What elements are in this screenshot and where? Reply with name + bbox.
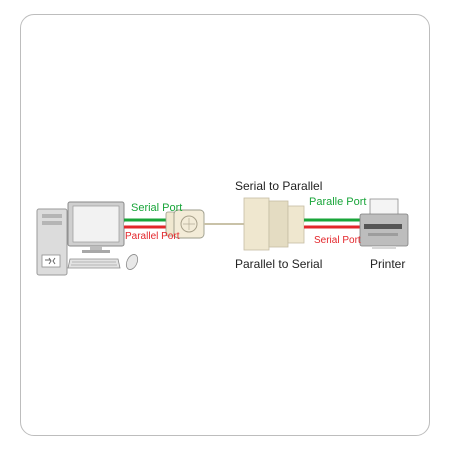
left-parallel-port-label: Parallel Port (125, 231, 180, 242)
serial-to-parallel-label: Serial to Parallel (235, 179, 323, 193)
left-serial-port-label: Serial Port (131, 202, 183, 214)
printer-label: Printer (370, 257, 406, 271)
printer-icon (359, 198, 409, 249)
parallel-to-serial-label: Parallel to Serial (235, 257, 323, 271)
right-serial-port-label: Serial Port (314, 235, 361, 246)
converter-icon (243, 197, 305, 251)
right-parallel-port-label: Paralle Port (309, 196, 367, 208)
computer-icon (36, 201, 139, 276)
